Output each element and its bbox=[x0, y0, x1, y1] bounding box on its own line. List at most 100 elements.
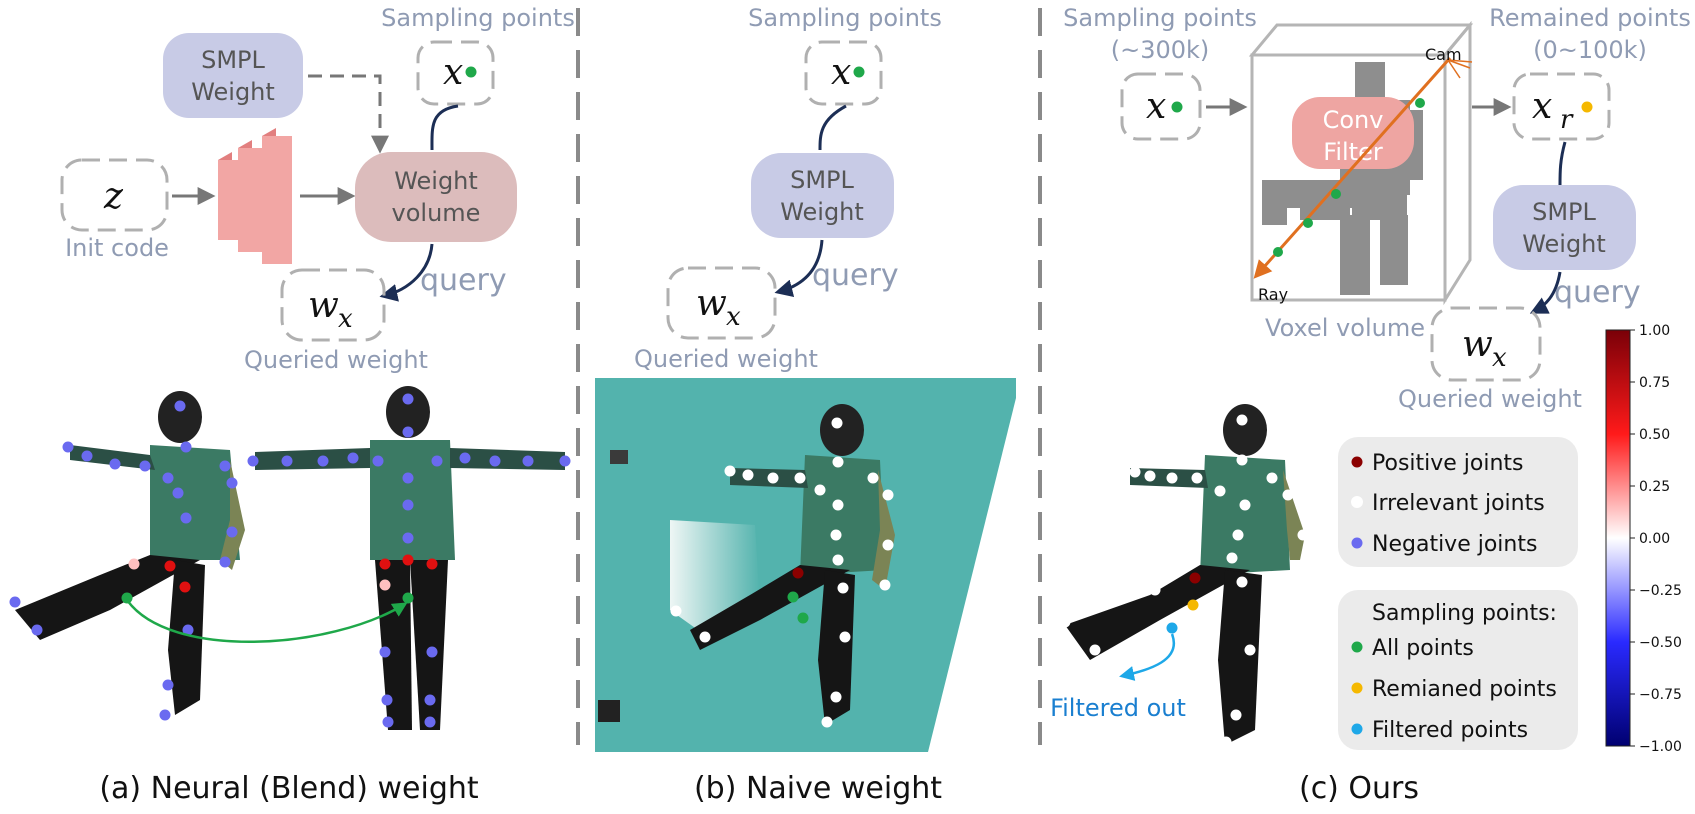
c-ray-line bbox=[1253, 57, 1452, 279]
a-smpl-box bbox=[163, 33, 303, 118]
c-cam-label: Cam bbox=[1425, 45, 1462, 64]
b-x-point bbox=[853, 66, 865, 78]
legend-negative: Negative joints bbox=[1372, 532, 1537, 557]
colorbar-tick-label: −0.25 bbox=[1639, 583, 1682, 599]
b-x-symbol: x bbox=[831, 52, 851, 93]
c-ray-label: Ray bbox=[1258, 285, 1288, 304]
a-x-point bbox=[465, 66, 477, 78]
legend-positive-dot bbox=[1351, 456, 1363, 468]
a-weight-volume bbox=[355, 152, 517, 242]
a-init-code: Init code bbox=[65, 234, 169, 262]
c-conv-line1: Conv bbox=[1323, 106, 1384, 134]
c-x-box bbox=[1120, 72, 1202, 141]
b-query-arrow bbox=[774, 239, 824, 298]
c-query: query bbox=[1554, 275, 1641, 310]
c-xr-to-smpl bbox=[1558, 141, 1567, 186]
c-voxel-box bbox=[1248, 20, 1474, 306]
c-filter-arrow-blue bbox=[1119, 633, 1176, 681]
legend-positive: Positive joints bbox=[1372, 451, 1524, 476]
b-w-box bbox=[666, 266, 777, 340]
legend-all: All points bbox=[1372, 636, 1474, 661]
c-ray-points bbox=[1273, 98, 1425, 257]
a-caption: (a) Neural (Blend) weight bbox=[99, 771, 479, 806]
a-query: query bbox=[420, 263, 507, 298]
c-query-arrow bbox=[1529, 271, 1562, 314]
a-z-box bbox=[60, 158, 169, 232]
b-query: query bbox=[812, 258, 899, 293]
c-voxel-label: Voxel volume bbox=[1265, 314, 1425, 342]
c-w-sub: x bbox=[1492, 343, 1507, 373]
b-artifact-1 bbox=[610, 450, 628, 464]
c-filtered-out: Filtered out bbox=[1050, 694, 1186, 722]
c-sampling-count: (~300k) bbox=[1111, 36, 1210, 64]
colorbar-tick-label: 0.75 bbox=[1639, 375, 1670, 391]
c-x-point bbox=[1171, 101, 1183, 113]
colorbar-tick-label: 0.00 bbox=[1639, 531, 1670, 547]
c-smpl-line2: Weight bbox=[1522, 230, 1606, 258]
c-xr-point bbox=[1581, 101, 1593, 113]
c-xr-sub: r bbox=[1560, 105, 1574, 135]
legend-filtered-dot bbox=[1351, 723, 1363, 735]
b-x-to-smpl bbox=[818, 104, 847, 151]
legend-irrelevant: Irrelevant joints bbox=[1372, 491, 1545, 516]
legend-points-title: Sampling points: bbox=[1372, 601, 1557, 626]
b-x-box bbox=[804, 40, 883, 106]
c-queried-weight: Queried weight bbox=[1398, 385, 1582, 413]
c-figure-joints bbox=[1059, 414, 1309, 748]
a-x-to-wv bbox=[430, 104, 459, 151]
c-smpl-box bbox=[1493, 185, 1636, 270]
legend-all-dot bbox=[1351, 641, 1363, 653]
a-queried-weight: Queried weight bbox=[244, 346, 428, 374]
a-smpl-line2: Weight bbox=[191, 78, 275, 106]
a-x-symbol: x bbox=[443, 52, 463, 93]
legend-points-box bbox=[1338, 590, 1578, 750]
a-smpl-line1: SMPL bbox=[201, 46, 265, 74]
a-wv-line1: Weight bbox=[394, 167, 478, 195]
a-smpl-dashed-arrow bbox=[308, 74, 389, 154]
b-w-symbol: w bbox=[696, 283, 727, 324]
panel-b: Sampling points x SMPL Weight query w x … bbox=[595, 4, 1016, 806]
a-w-symbol: w bbox=[308, 285, 339, 326]
b-caption: (b) Naive weight bbox=[694, 771, 942, 806]
colorbar-ticks: 1.000.750.500.250.00−0.25−0.50−0.75−1.00 bbox=[1630, 323, 1682, 755]
a-z-symbol: z bbox=[103, 176, 124, 217]
c-w-box bbox=[1430, 306, 1542, 382]
legend-remained: Remianed points bbox=[1372, 677, 1557, 702]
b-smpl-box bbox=[751, 153, 894, 238]
colorbar-tick-label: −0.50 bbox=[1639, 635, 1682, 651]
a-w-box bbox=[280, 268, 386, 342]
a-query-arrow bbox=[379, 243, 434, 302]
a-figure-canonical-joints bbox=[247, 393, 571, 728]
c-x-symbol: x bbox=[1146, 86, 1166, 127]
colorbar-tick-label: 0.50 bbox=[1639, 427, 1670, 443]
b-sampling-label: Sampling points bbox=[748, 4, 942, 32]
colorbar-tick-label: 0.25 bbox=[1639, 479, 1670, 495]
b-figure-joints bbox=[670, 417, 894, 728]
b-w-sub: x bbox=[726, 302, 741, 332]
panel-c: Sampling points (~300k) x Conv Filter bbox=[1050, 4, 1691, 806]
c-remained-label: Remained points bbox=[1489, 4, 1691, 32]
panel-a: Sampling points x SMPL Weight z Init cod… bbox=[9, 4, 575, 806]
c-cam-glyph bbox=[1447, 59, 1473, 79]
legend-filtered: Filtered points bbox=[1372, 718, 1528, 743]
a-decoder-network bbox=[218, 128, 292, 264]
legend-remained-dot bbox=[1351, 682, 1363, 694]
a-figure-posed-joints bbox=[9, 400, 238, 721]
colorbar-tick-label: −1.00 bbox=[1639, 739, 1682, 755]
c-sampling-label: Sampling points bbox=[1063, 4, 1257, 32]
legend-irrelevant-dot bbox=[1351, 496, 1363, 508]
c-w-symbol: w bbox=[1462, 324, 1493, 365]
legend-negative-dot bbox=[1351, 537, 1363, 549]
colorbar: 1.000.750.500.250.00−0.25−0.50−0.75−1.00 bbox=[1605, 323, 1682, 755]
colorbar-tick-label: −0.75 bbox=[1639, 687, 1682, 703]
a-sampling-label: Sampling points bbox=[381, 4, 575, 32]
b-smpl-line1: SMPL bbox=[790, 166, 854, 194]
b-artifact-2 bbox=[598, 700, 620, 722]
c-xr-symbol: x bbox=[1532, 86, 1552, 127]
c-xr-box bbox=[1512, 72, 1611, 141]
c-remained-count: (0~100k) bbox=[1533, 36, 1647, 64]
c-conv-filter bbox=[1292, 97, 1414, 169]
a-x-box bbox=[416, 40, 495, 106]
